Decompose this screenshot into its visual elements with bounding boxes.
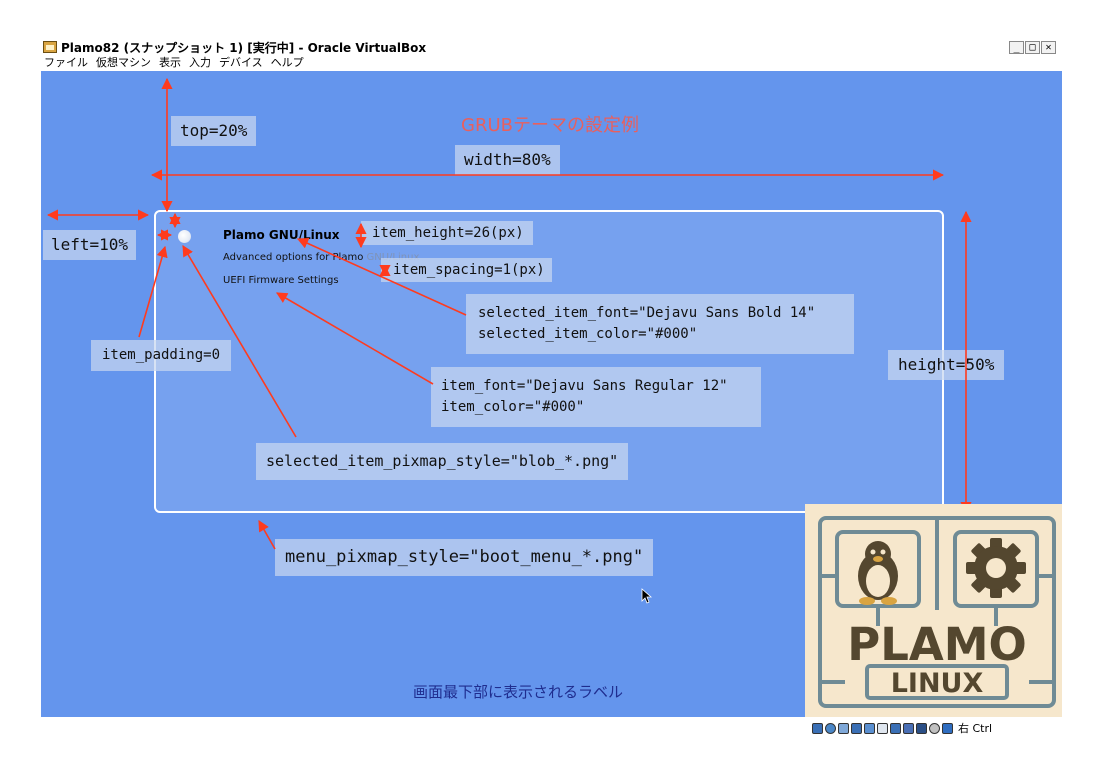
- selected-font-pointer: [296, 238, 467, 316]
- window-titlebar[interactable]: Plamo82 (スナップショット 1) [実行中] - Oracle Virt…: [40, 40, 1062, 56]
- keyboard-capture-icon[interactable]: [942, 722, 953, 734]
- mouse-integration-icon[interactable]: [929, 722, 940, 734]
- annotation-item-height: item_height=26(px): [361, 221, 533, 245]
- cpu-icon[interactable]: [916, 722, 927, 734]
- minimize-button[interactable]: _: [1009, 41, 1024, 54]
- menu-file[interactable]: ファイル: [44, 56, 88, 69]
- menu-machine[interactable]: 仮想マシン: [96, 56, 151, 69]
- audio-icon[interactable]: [838, 722, 849, 734]
- usb-icon[interactable]: [864, 722, 875, 734]
- menu-entry-advanced-label: Advanced options for Plamo: [223, 252, 367, 263]
- statusbar: 右 Ctrl: [812, 721, 992, 735]
- grub-theme-title: GRUBテーマの設定例: [461, 115, 639, 136]
- selected-pixmap-pointer: [182, 245, 297, 438]
- maximize-button[interactable]: □: [1025, 41, 1040, 54]
- item-font-pointer: [276, 292, 434, 385]
- host-key-label: 右 Ctrl: [958, 722, 993, 735]
- menubar: ファイル 仮想マシン 表示 入力 デバイス ヘルプ: [44, 56, 304, 70]
- annotation-arrows: [46, 77, 972, 550]
- video-capture-icon[interactable]: [903, 722, 914, 734]
- logo-subtitle: LINUX: [891, 668, 984, 699]
- virtualbox-app-icon: [43, 41, 57, 53]
- annotation-left: left=10%: [43, 230, 137, 260]
- menu-entry-advanced-label-faint: GNU/Linux: [367, 252, 420, 263]
- mouse-cursor-icon: [641, 588, 653, 604]
- bottom-label: 画面最下部に表示されるラベル: [413, 683, 624, 701]
- annotation-item-spacing: item_spacing=1(px): [381, 258, 552, 282]
- menu-devices[interactable]: デバイス: [219, 56, 263, 69]
- annotation-item-padding: item_padding=0: [91, 340, 232, 371]
- gear-icon: [966, 538, 1026, 598]
- display-icon[interactable]: [890, 722, 901, 734]
- menu-entry-plamo-linux[interactable]: Plamo GNU/Linux: [223, 228, 340, 242]
- annotation-selected-item-font: selected_item_font="Dejavu Sans Bold 14": [478, 305, 816, 321]
- window-controls: _ □ ✕: [1009, 41, 1056, 54]
- menu-entry-uefi-firmware[interactable]: UEFI Firmware Settings: [223, 275, 339, 286]
- annotation-item: item_font="Dejavu Sans Regular 12" item_c…: [431, 367, 761, 427]
- selected-item-blob: [178, 230, 191, 243]
- annotation-top: top=20%: [171, 116, 257, 146]
- annotation-selected-pixmap: selected_item_pixmap_style="blob_*.png": [256, 443, 629, 480]
- menu-input[interactable]: 入力: [189, 56, 211, 69]
- hard-disk-icon[interactable]: [812, 722, 823, 734]
- menu-help[interactable]: ヘルプ: [270, 56, 304, 69]
- annotation-menu-pixmap: menu_pixmap_style="boot_menu_*.png": [275, 539, 654, 576]
- logo-title: PLAMO: [847, 618, 1027, 671]
- network-icon[interactable]: [851, 722, 862, 734]
- menu-pixmap-pointer: [258, 520, 276, 550]
- menu-entry-advanced-options[interactable]: Advanced options for Plamo GNU/Linux: [223, 252, 419, 263]
- close-button[interactable]: ✕: [1041, 41, 1056, 54]
- plamo-linux-logo: PLAMO LINUX: [805, 504, 1062, 717]
- shared-folder-icon[interactable]: [877, 722, 888, 734]
- annotation-selected-item-color: selected_item_color="#000": [478, 326, 698, 342]
- menu-view[interactable]: 表示: [159, 56, 181, 69]
- vm-screen[interactable]: GRUBテーマの設定例 Plamo GNU/Linux Advanced opt…: [41, 71, 1062, 717]
- item-padding-pointer: [138, 245, 168, 338]
- window-title: Plamo82 (スナップショット 1) [実行中] - Oracle Virt…: [61, 41, 427, 55]
- annotation-item-font: item_font="Dejavu Sans Regular 12": [441, 378, 728, 394]
- annotation-item-color: item_color="#000": [441, 399, 585, 415]
- annotation-selected-item: selected_item_font="Dejavu Sans Bold 14"…: [466, 294, 854, 354]
- optical-drive-icon[interactable]: [825, 722, 836, 734]
